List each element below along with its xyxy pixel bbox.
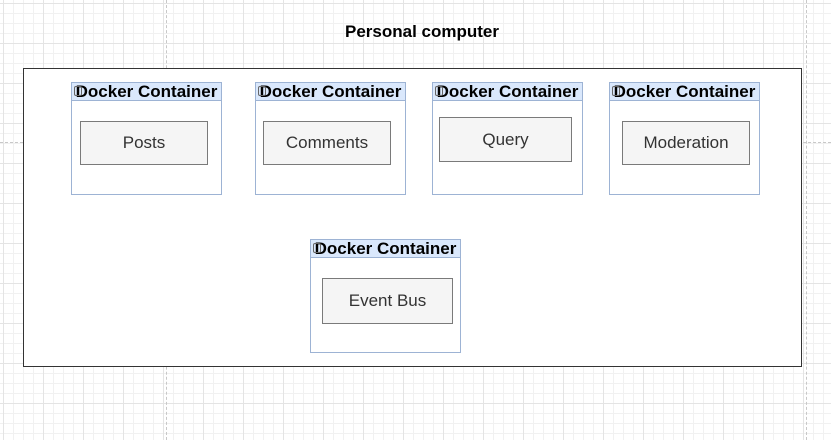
docker-container-posts[interactable]: Docker Container Posts: [71, 82, 222, 195]
docker-container-query[interactable]: Docker Container Query: [432, 82, 583, 195]
service-moderation[interactable]: Moderation: [622, 121, 750, 165]
container-header-label: Docker Container: [259, 82, 402, 101]
container-header-label: Docker Container: [613, 82, 756, 101]
service-event-bus[interactable]: Event Bus: [322, 278, 453, 324]
page-guide-vertical-right: [806, 0, 807, 440]
service-query[interactable]: Query: [439, 117, 572, 162]
service-posts[interactable]: Posts: [80, 121, 208, 165]
collapse-icon[interactable]: [435, 86, 443, 96]
collapse-icon[interactable]: [74, 86, 82, 96]
collapse-icon[interactable]: [612, 86, 620, 96]
container-header[interactable]: Docker Container: [72, 83, 221, 101]
collapse-icon[interactable]: [313, 243, 321, 253]
collapse-icon[interactable]: [258, 86, 266, 96]
container-header[interactable]: Docker Container: [610, 83, 759, 101]
diagram-title[interactable]: Personal computer: [345, 22, 499, 41]
docker-container-event-bus[interactable]: Docker Container Event Bus: [310, 239, 461, 353]
service-comments[interactable]: Comments: [263, 121, 391, 165]
container-header[interactable]: Docker Container: [433, 83, 582, 101]
docker-container-comments[interactable]: Docker Container Comments: [255, 82, 406, 195]
container-header[interactable]: Docker Container: [311, 240, 460, 258]
container-header[interactable]: Docker Container: [256, 83, 405, 101]
container-header-label: Docker Container: [314, 239, 457, 258]
container-header-label: Docker Container: [436, 82, 579, 101]
container-header-label: Docker Container: [75, 82, 218, 101]
docker-container-moderation[interactable]: Docker Container Moderation: [609, 82, 760, 195]
